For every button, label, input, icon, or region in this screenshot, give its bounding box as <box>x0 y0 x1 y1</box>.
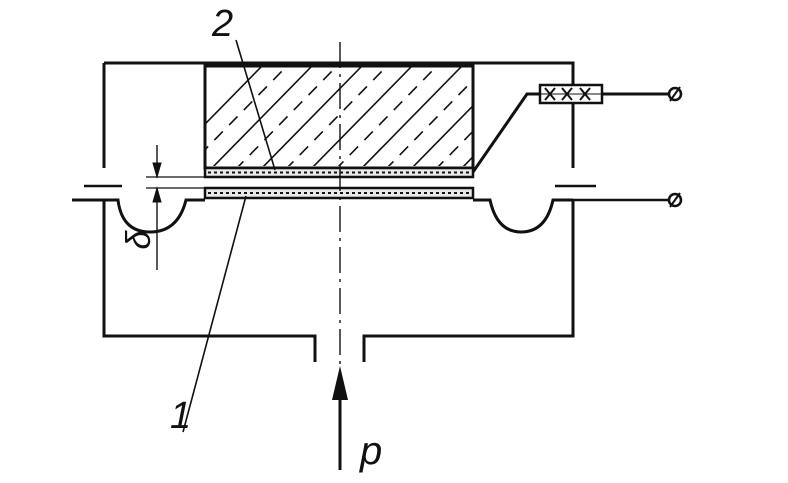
pressure-label: p <box>359 429 382 473</box>
gap-dimension <box>146 145 205 270</box>
arrow-up-icon <box>332 366 348 470</box>
leader-line-2 <box>235 39 276 171</box>
terminal-circle-icon <box>667 86 683 102</box>
label-part-2: 2 <box>211 3 233 45</box>
upper-electrode <box>203 166 475 179</box>
terminal-circle-icon <box>667 192 683 208</box>
dielectric-hatching <box>205 66 473 166</box>
upper-electrode-lead <box>471 92 540 173</box>
membrane-left-corrugation <box>107 198 205 234</box>
gap-label: δ <box>120 229 158 249</box>
leader-line-1 <box>182 195 247 433</box>
lower-electrode <box>203 186 475 200</box>
membrane-right-corrugation <box>473 198 573 234</box>
housing-lower <box>72 198 575 362</box>
dielectric-block <box>203 64 475 170</box>
housing-upper <box>102 61 575 168</box>
label-part-1: 1 <box>170 395 191 437</box>
lead-insulator <box>538 83 604 105</box>
